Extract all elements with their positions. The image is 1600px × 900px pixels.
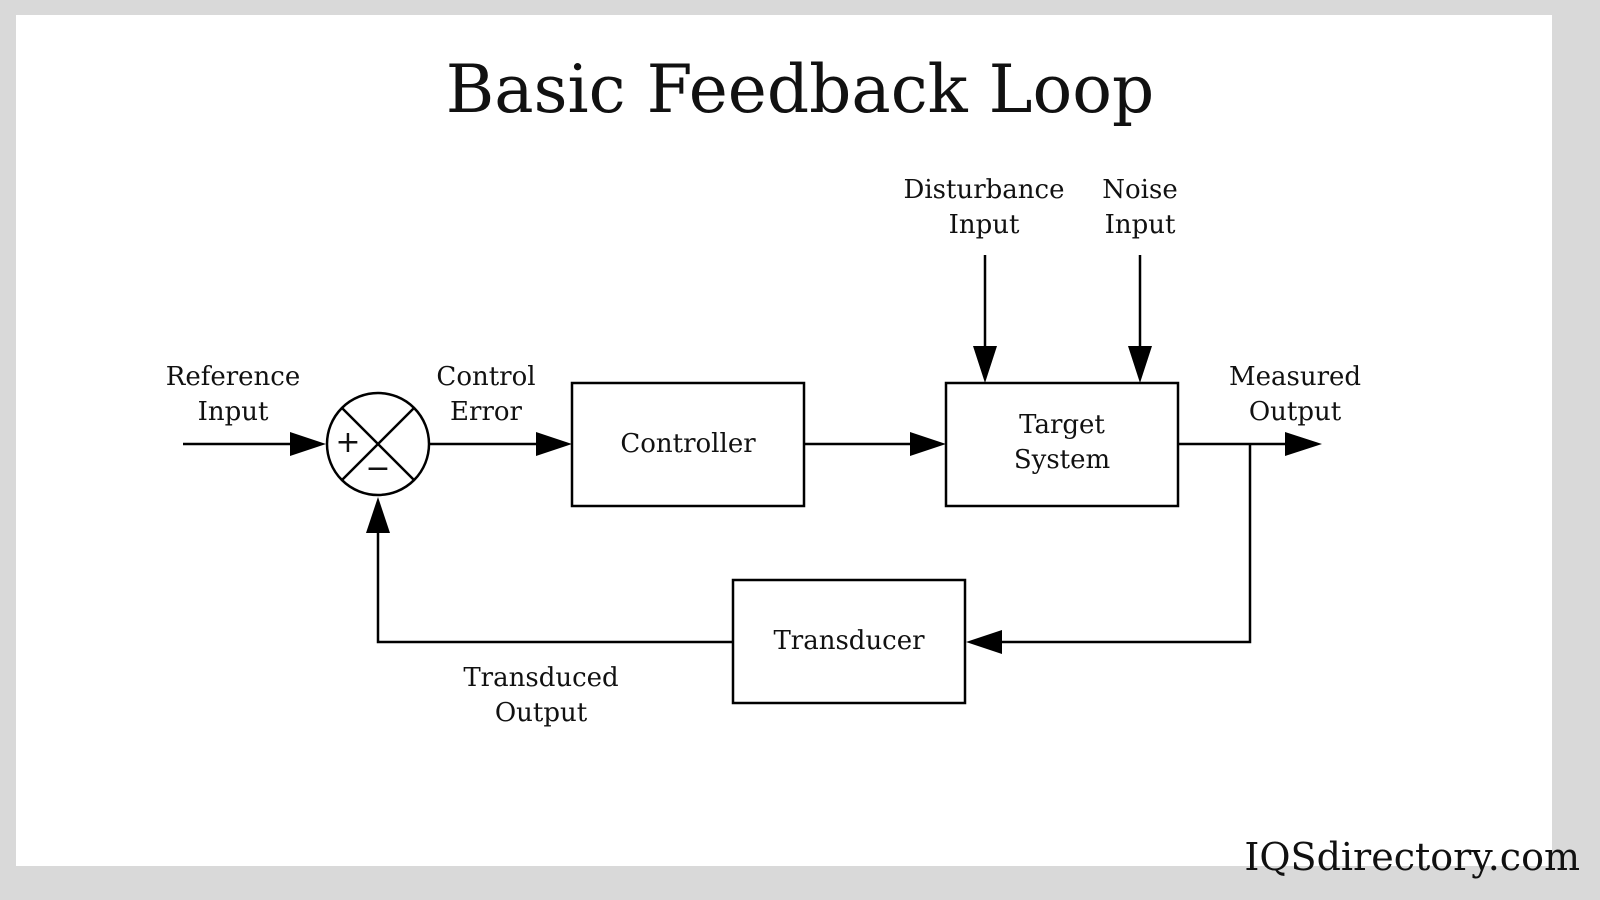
noise-input-label-1: Noise <box>1102 175 1177 205</box>
control-error-label-1: Control <box>436 362 535 392</box>
measured-output-arrow-icon <box>1285 432 1322 456</box>
disturbance-input-arrow-icon <box>973 346 997 383</box>
reference-input-arrow-icon <box>290 432 326 456</box>
watermark-logo: IQSdirectory.com <box>1244 835 1580 879</box>
disturbance-input-label-1: Disturbance <box>904 175 1065 205</box>
controller-label: Controller <box>620 429 756 459</box>
transduced-output-label-1: Transduced <box>463 663 618 693</box>
controller-output-arrow-icon <box>910 432 946 456</box>
plus-sign: + <box>335 425 360 460</box>
reference-input-label-1: Reference <box>166 362 300 392</box>
target-system-label-1: Target <box>1019 410 1105 440</box>
target-system-label-2: System <box>1014 445 1110 475</box>
transducer-block <box>731 578 967 705</box>
summing-junction: + − <box>325 391 431 497</box>
measured-output-label-2: Output <box>1249 397 1342 427</box>
transduced-output-label-2: Output <box>495 698 588 728</box>
transducer-label: Transducer <box>773 626 925 656</box>
noise-input-label-2: Input <box>1105 210 1176 240</box>
target-system-block <box>944 381 1180 508</box>
reference-input-label-2: Input <box>198 397 269 427</box>
noise-input-arrow-icon <box>1128 346 1152 383</box>
feedback-path-line <box>1000 444 1252 644</box>
control-error-arrow-icon <box>536 432 572 456</box>
transduced-output-arrow-icon <box>366 497 390 533</box>
minus-sign: − <box>365 451 390 486</box>
measured-output-label-1: Measured <box>1229 362 1361 392</box>
disturbance-input-label-2: Input <box>949 210 1020 240</box>
control-error-label-2: Error <box>450 397 522 427</box>
feedback-arrow-icon <box>966 630 1002 654</box>
diagram-title: Basic Feedback Loop <box>446 51 1154 128</box>
transduced-output-line <box>376 530 733 644</box>
